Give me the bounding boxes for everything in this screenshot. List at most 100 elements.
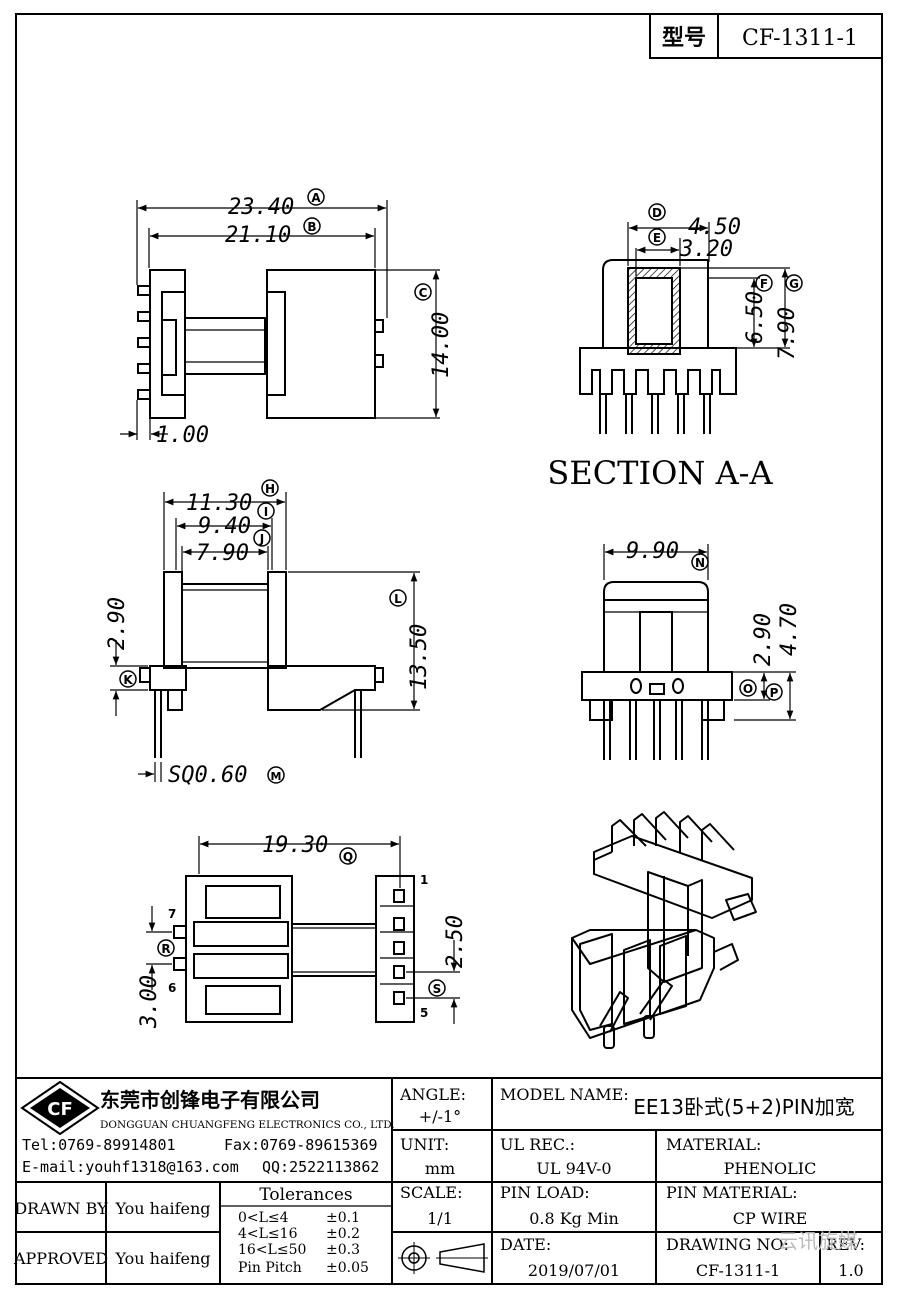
company-logo: CF [20, 1080, 100, 1136]
drawn-by-label: DRAWN BY [14, 1199, 108, 1218]
dim-j-label: 7.90 [196, 541, 249, 566]
svg-text:H: H [265, 482, 275, 496]
dim-f-label: 6.50 [743, 291, 768, 344]
company-fax: Fax:0769-89615369 [224, 1136, 378, 1154]
pin-label-1: 1 [420, 873, 428, 887]
unit-label: UNIT: [400, 1135, 449, 1154]
svg-text:J: J [259, 532, 264, 546]
model-name-value: EE13卧式(5+2)PIN加宽 [633, 1095, 854, 1119]
dim-e-label: 3.20 [679, 237, 733, 262]
svg-text:D: D [652, 206, 662, 220]
ul-label: UL REC.: [500, 1135, 575, 1154]
dim-g-label: 7.90 [775, 307, 800, 360]
svg-text:O: O [743, 682, 753, 696]
header-model-box: 型号 CF-1311-1 [649, 13, 883, 59]
svg-text:L: L [394, 592, 402, 606]
dim-a-label: 23.40 [228, 195, 294, 220]
header-model-label: 型号 [662, 26, 706, 51]
dim-m-label: SQ0.60 [168, 763, 247, 788]
date-label: DATE: [500, 1235, 551, 1254]
pin-material-value: CP WIRE [733, 1209, 808, 1228]
scale-value: 1/1 [427, 1209, 453, 1228]
svg-text:CF: CF [47, 1099, 73, 1120]
company-qq: QQ:2522113862 [262, 1158, 379, 1176]
isometric-view [571, 811, 757, 1049]
dim-f-marker: F [755, 274, 773, 292]
svg-text:N: N [695, 556, 705, 570]
material-label: MATERIAL: [666, 1135, 761, 1154]
dim-n-marker: N [691, 553, 709, 571]
dim-c-label: 14.00 [429, 312, 454, 378]
svg-text:R: R [161, 942, 170, 956]
dim-k-label: 2.90 [105, 597, 130, 650]
sheet-frame [15, 13, 883, 1285]
dim-q-marker: Q [339, 847, 357, 865]
end-view [581, 581, 733, 760]
company-email: E-mail:youhf1318@163.com [22, 1158, 239, 1176]
section-label: SECTION A-A [547, 454, 773, 492]
tolerance-range: 16<L≤50 [238, 1242, 306, 1258]
rev-label: REV: [826, 1235, 865, 1254]
drawing-no-value: CF-1311-1 [696, 1261, 780, 1280]
company-tel: Tel:0769-89914801 [22, 1136, 176, 1154]
approved-value: You haifeng [114, 1249, 210, 1268]
company-name-en: DONGGUAN CHUANGFENG ELECTRONICS CO., LTD… [100, 1119, 395, 1131]
dim-thk-label: 1.00 [156, 423, 209, 448]
dim-i-label: 9.40 [198, 514, 251, 539]
date-value: 2019/07/01 [528, 1261, 620, 1280]
dim-i-marker: I [257, 502, 275, 520]
dim-o-marker: O [739, 679, 757, 697]
dim-a-marker: A [307, 188, 325, 206]
tolerance-range: Pin Pitch [238, 1260, 302, 1276]
drawn-by-value: You haifeng [114, 1199, 210, 1218]
pin-label-6: 6 [168, 981, 176, 995]
approved-label: APPROVED [13, 1249, 108, 1268]
front-view-dimensions [120, 200, 440, 440]
projection-symbol-icon [398, 1242, 488, 1274]
pin-load-label: PIN LOAD: [500, 1183, 590, 1202]
tolerance-table: 0<L≤4 ±0.1 4<L≤16 ±0.2 16<L≤50 ±0.3 Pin … [238, 1210, 369, 1276]
dim-m-marker: M [267, 766, 285, 784]
tolerance-value: ±0.3 [326, 1242, 360, 1258]
svg-text:E: E [653, 231, 661, 245]
svg-text:A: A [311, 191, 321, 205]
dim-b-label: 21.10 [225, 223, 291, 248]
svg-text:C: C [419, 286, 428, 300]
dim-b-marker: B [303, 217, 321, 235]
dim-l-label: 13.50 [407, 624, 432, 690]
dim-o-label: 2.90 [751, 613, 776, 666]
tolerances-title: Tolerances [259, 1185, 352, 1205]
section-view-dimensions [627, 222, 790, 349]
section-view [579, 259, 737, 434]
header-model-value: CF-1311-1 [742, 26, 858, 51]
bottom-view-dimensions [146, 836, 460, 1024]
material-value: PHENOLIC [724, 1159, 817, 1178]
dim-d-marker: D [648, 203, 666, 221]
watermark: 云讯旋媒 [778, 1229, 858, 1253]
dim-n-label: 9.90 [626, 539, 679, 564]
svg-text:G: G [789, 277, 799, 291]
tolerance-value: ±0.2 [326, 1226, 360, 1242]
scale-label: SCALE: [400, 1183, 462, 1202]
dim-q-label: 19.30 [262, 833, 328, 858]
bottom-view [173, 875, 415, 1023]
svg-text:M: M [271, 770, 282, 783]
angle-label: ANGLE: [399, 1085, 466, 1104]
svg-text:K: K [123, 673, 133, 687]
dim-d-label: 4.50 [688, 215, 741, 240]
ul-value: UL 94V-0 [536, 1159, 611, 1178]
tolerance-value: ±0.05 [326, 1260, 369, 1276]
front-view [137, 269, 384, 419]
drawing-no-label: DRAWING NO: [666, 1235, 789, 1254]
tolerance-range: 0<L≤4 [238, 1210, 289, 1226]
dim-h-label: 11.30 [186, 491, 252, 516]
dim-s-marker: S [428, 979, 446, 997]
svg-text:F: F [760, 277, 768, 291]
pin-load-value: 0.8 Kg Min [529, 1209, 619, 1228]
dim-e-marker: E [648, 228, 666, 246]
model-name-label: MODEL NAME: [500, 1085, 629, 1104]
side-view-dimensions [110, 492, 420, 782]
pin-label-5: 5 [420, 1006, 428, 1020]
dim-r-label: 3.00 [137, 975, 162, 1029]
svg-text:S: S [433, 982, 442, 996]
